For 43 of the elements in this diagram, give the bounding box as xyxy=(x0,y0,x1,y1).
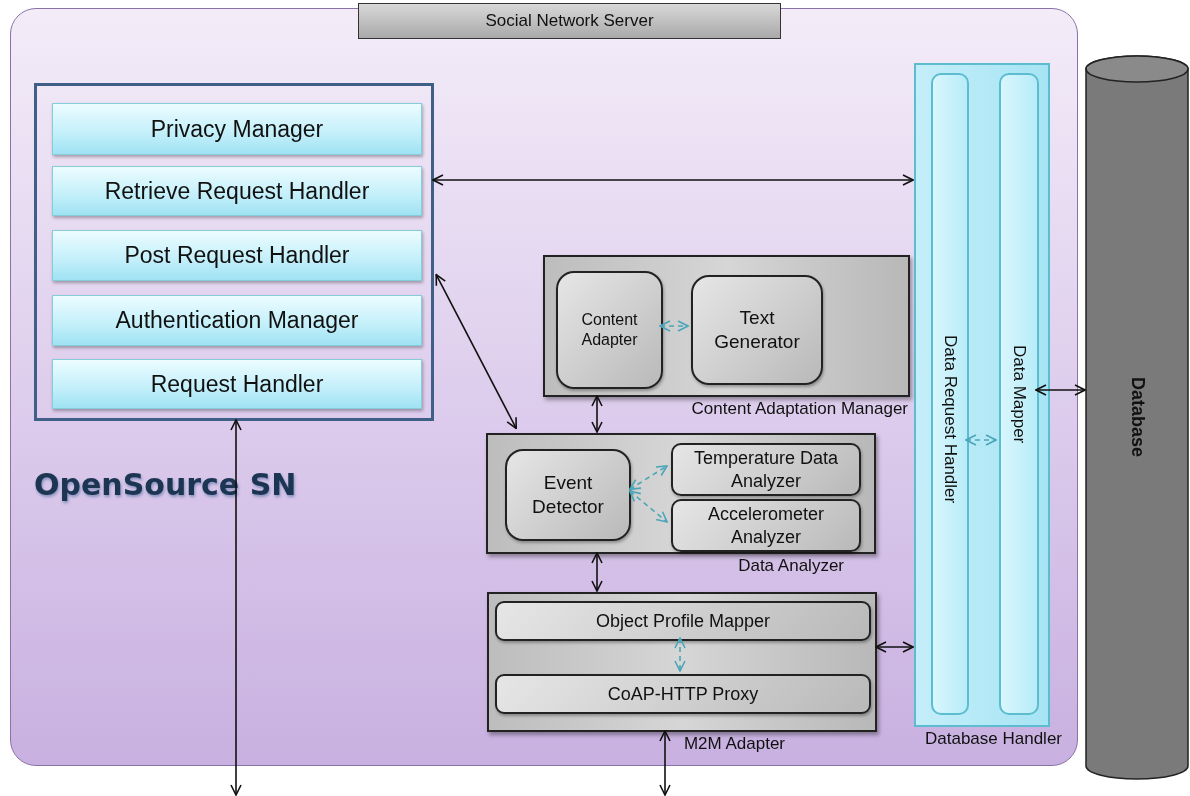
dashed-arrow xyxy=(629,465,668,491)
component-group-frame xyxy=(34,83,434,421)
component-bar: Authentication Manager xyxy=(52,295,422,346)
vertical-component-bar xyxy=(999,73,1039,715)
component-box xyxy=(495,601,871,641)
dashed-arrow xyxy=(659,320,689,332)
module-caption: M2M Adapter xyxy=(683,734,785,754)
arrow xyxy=(591,395,603,433)
component-bar: Request Handler xyxy=(52,359,422,409)
component-label: Text Generator xyxy=(713,306,801,354)
dashed-arrow xyxy=(965,434,997,446)
component-bar: Retrieve Request Handler xyxy=(52,166,422,216)
dashed-arrow xyxy=(674,637,686,672)
title-bar: Social Network Server xyxy=(358,3,781,39)
vertical-label: Data Request Handler xyxy=(940,334,960,504)
arrow xyxy=(1035,384,1086,396)
dashed-arrow xyxy=(629,490,668,523)
component-box xyxy=(671,443,861,496)
module-caption: Database Handler xyxy=(924,729,1062,749)
component-label: Accelerometer Analyzer xyxy=(706,503,825,548)
module-caption: Content Adaptation Manager xyxy=(691,399,908,419)
arrow xyxy=(230,419,242,796)
component-label: Content Adapter xyxy=(580,310,639,350)
component-label: Object Profile Mapper xyxy=(595,609,771,633)
arrow xyxy=(875,641,914,653)
component-box xyxy=(556,271,663,389)
arrow xyxy=(432,174,914,186)
component-box xyxy=(691,275,823,385)
component-box xyxy=(505,449,631,541)
component-label: Event Detector xyxy=(531,471,605,519)
arrow xyxy=(435,273,517,430)
database-label: Database xyxy=(1126,377,1148,458)
component-bar: Privacy Manager xyxy=(52,103,422,155)
vertical-component-bar xyxy=(931,73,969,715)
vertical-label: Data Mapper xyxy=(1009,344,1029,444)
component-label: CoAP-HTTP Proxy xyxy=(607,682,759,706)
component-box xyxy=(671,499,861,552)
component-label: Temperature Data Analyzer xyxy=(692,447,840,492)
arrow xyxy=(659,730,671,796)
module-caption: Data Analyzer xyxy=(738,556,844,576)
arrow xyxy=(591,552,603,592)
component-bar: Post Request Handler xyxy=(52,230,422,281)
component-box xyxy=(495,674,871,714)
